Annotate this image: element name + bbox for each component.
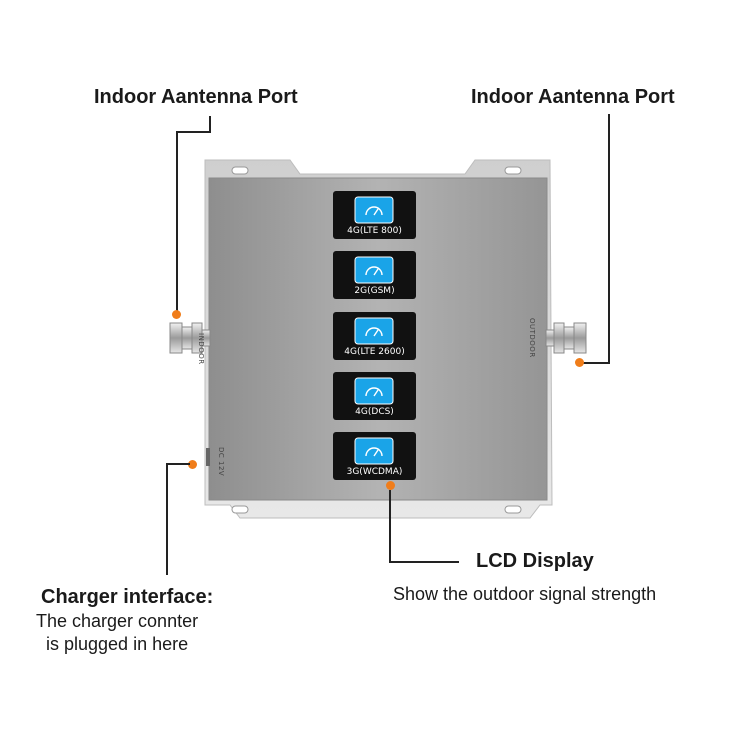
mount-slot	[504, 166, 522, 175]
leader-line	[389, 561, 459, 563]
indoor-port-left-title: Indoor Aantenna Port	[94, 86, 298, 108]
leader-line	[176, 131, 178, 311]
dc-port	[206, 448, 210, 466]
charger-desc-2: is plugged in here	[46, 634, 189, 654]
leader-line	[608, 114, 610, 364]
indoor-port-left-marker	[172, 310, 181, 319]
charger-title: Charger interface:	[41, 586, 214, 608]
mount-slot	[504, 505, 522, 514]
indoor-port-right-title: Indoor Aantenna Port	[471, 86, 675, 108]
mount-slot	[231, 505, 249, 514]
dc-side-label: DC 12V	[217, 447, 225, 477]
lcd-screens	[354, 196, 394, 465]
band-label: 4G(LTE 2600)	[344, 347, 405, 357]
leader-line	[580, 362, 610, 364]
leader-line	[166, 463, 168, 575]
leader-line	[166, 463, 190, 465]
band-label: 2G(GSM)	[354, 286, 395, 296]
mount-slot	[231, 166, 249, 175]
leader-line	[209, 116, 211, 133]
indoor-side-label: INDOOR	[197, 333, 205, 365]
lcd-display-desc: Show the outdoor signal strength	[393, 584, 657, 604]
lcd-display-marker	[386, 481, 395, 490]
gauge-icons	[365, 206, 383, 457]
band-label: 4G(LTE 800)	[347, 226, 402, 236]
indoor-connector	[169, 322, 211, 354]
lcd-display-title: LCD Display	[476, 550, 594, 572]
leader-line	[389, 490, 391, 563]
outdoor-side-label: OUTDOOR	[528, 318, 536, 358]
leader-line	[176, 131, 211, 133]
charger-marker	[188, 460, 197, 469]
band-label: 4G(DCS)	[355, 407, 394, 417]
indoor-port-right-marker	[575, 358, 584, 367]
band-label: 3G(WCDMA)	[346, 467, 403, 477]
outdoor-connector	[545, 322, 587, 354]
charger-desc-1: The charger connter	[36, 611, 199, 631]
